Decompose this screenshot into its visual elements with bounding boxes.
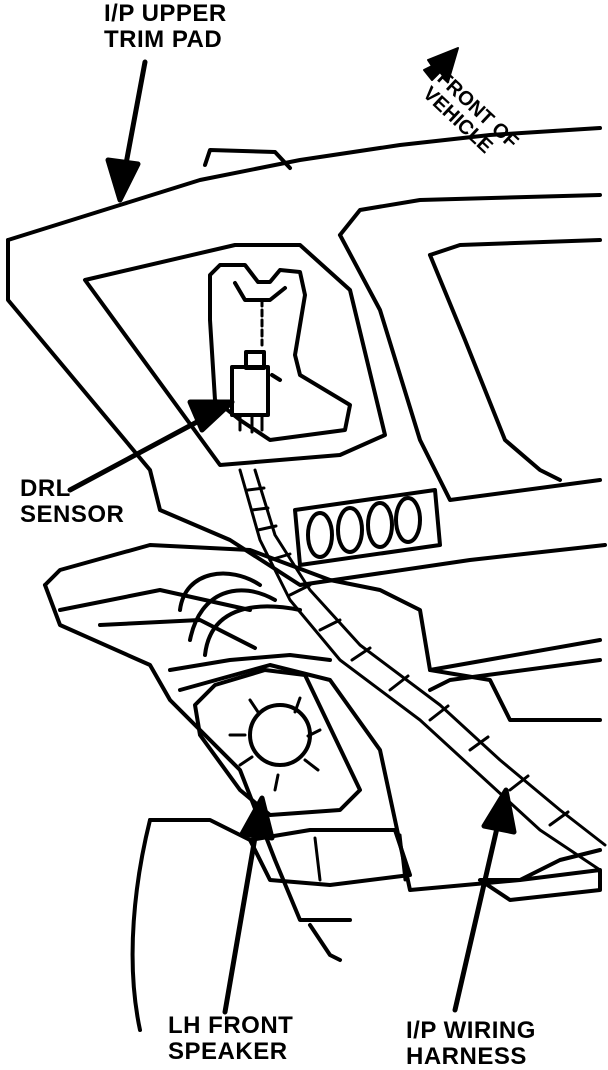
upper-trim-pad bbox=[6, 126, 607, 587]
wiring-harness bbox=[238, 468, 607, 872]
label-lh-front-speaker-line2: SPEAKER bbox=[168, 1038, 288, 1065]
drl-sensor-bracket bbox=[208, 263, 352, 442]
label-ip-wiring-harness-line1: I/P WIRING bbox=[406, 1017, 536, 1044]
arrow-ip-upper-trim-pad bbox=[105, 59, 148, 203]
arrow-ip-wiring-harness bbox=[452, 787, 517, 1013]
arrow-drl-sensor bbox=[67, 399, 235, 493]
arrow-front-of-vehicle bbox=[423, 47, 459, 83]
lower-dash-housing bbox=[43, 543, 602, 1032]
label-ip-upper-trim-pad-line2: TRIM PAD bbox=[104, 26, 223, 53]
air-vent bbox=[293, 488, 442, 567]
label-ip-upper-trim-pad-line1: I/P UPPER bbox=[104, 0, 227, 27]
label-lh-front-speaker-line1: LH FRONT bbox=[168, 1012, 294, 1039]
label-ip-wiring-harness-line2: HARNESS bbox=[406, 1043, 527, 1070]
label-drl-sensor: DRL SENSOR bbox=[20, 476, 124, 528]
label-ip-wiring-harness: I/P WIRING HARNESS bbox=[406, 1018, 536, 1070]
label-drl-sensor-line2: SENSOR bbox=[20, 501, 125, 528]
label-lh-front-speaker: LH FRONT SPEAKER bbox=[168, 1013, 293, 1065]
arrow-lh-front-speaker bbox=[222, 795, 275, 1015]
label-ip-upper-trim-pad: I/P UPPER TRIM PAD bbox=[104, 1, 227, 53]
label-drl-sensor-line1: DRL bbox=[20, 475, 71, 502]
